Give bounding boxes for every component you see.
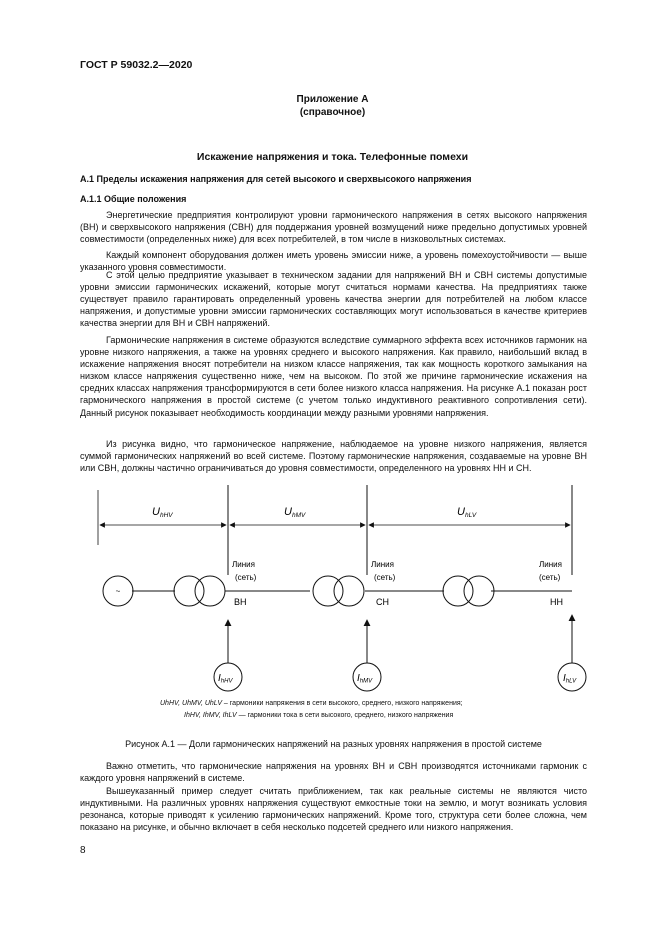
legend-voltage-symbols: UhHV, UhMV, UhLV – — [160, 700, 228, 707]
paragraph-4: Гармонические напряжения в системе образ… — [80, 335, 587, 418]
u-label-mv: UhMV — [284, 506, 306, 519]
current-source-lv-icon — [557, 662, 587, 692]
generator-icon — [102, 575, 134, 607]
net-label-mv: (сеть) — [374, 573, 396, 582]
paragraph-3: С этой целью предприятие указывает в тех… — [80, 270, 587, 329]
page-number: 8 — [80, 845, 86, 856]
transformer-hv-icon — [173, 575, 226, 607]
annex-heading: Приложение А (справочное) — [80, 93, 585, 119]
level-label-lv: НН — [550, 597, 563, 607]
paragraph-after-1: Важно отметить, что гармонические напряж… — [80, 761, 587, 784]
net-label-hv: (сеть) — [235, 573, 257, 582]
level-label-mv: СН — [376, 597, 389, 607]
current-source-hv-icon — [213, 662, 243, 692]
legend-voltage-text: гармоники напряжения в сети высокого, ср… — [229, 700, 463, 707]
transformer-lv-icon — [442, 575, 495, 607]
annex-title: Приложение А — [296, 94, 369, 105]
legend-current: IhHV, IhMV, IhLV — гармоники тока в сети… — [184, 712, 453, 719]
figure-caption: Рисунок А.1 — Доли гармонических напряже… — [125, 739, 542, 749]
line-label-mv: Линия — [371, 560, 394, 569]
annex-note: (справочное) — [299, 107, 366, 118]
paragraph-2: Каждый компонент оборудования должен име… — [80, 250, 587, 273]
generator-symbol: ~ — [116, 587, 121, 596]
legend-current-text: гармоники тока в сети высокого, среднего… — [247, 712, 454, 719]
u-label-hv: UhHV — [152, 506, 173, 519]
transformer-mv-icon — [312, 575, 365, 607]
legend-current-symbols: IhHV, IhMV, IhLV — — [184, 712, 246, 719]
line-label-hv: Линия — [232, 560, 255, 569]
heading-a11: А.1.1 Общие положения — [80, 194, 187, 204]
document-header: ГОСТ Р 59032.2—2020 — [80, 59, 193, 71]
legend-voltage: UhHV, UhMV, UhLV – гармоники напряжения … — [160, 700, 463, 707]
u-label-lv: UhLV — [457, 506, 477, 519]
harmonic-voltage-figure: UhHV UhMV UhLV ~ Линия (сеть) Линия (сет… — [97, 485, 587, 692]
heading-a1: А.1 Пределы искажения напряжения для сет… — [80, 174, 472, 184]
section-title: Искажение напряжения и тока. Телефонные … — [196, 151, 469, 163]
paragraph-after-2: Вышеуказанный пример следует считать при… — [80, 786, 587, 833]
current-source-mv-icon — [352, 662, 382, 692]
level-label-hv: ВН — [234, 597, 247, 607]
line-label-lv: Линия — [539, 560, 562, 569]
paragraph-5: Из рисунка видно, что гармоническое напр… — [80, 439, 587, 474]
net-label-lv: (сеть) — [539, 573, 561, 582]
i-label-lv: IhLV — [563, 673, 577, 685]
i-label-mv: IhMV — [357, 673, 373, 685]
paragraph-1: Энергетические предприятия контролируют … — [80, 210, 587, 245]
i-label-hv: IhHV — [218, 673, 233, 685]
